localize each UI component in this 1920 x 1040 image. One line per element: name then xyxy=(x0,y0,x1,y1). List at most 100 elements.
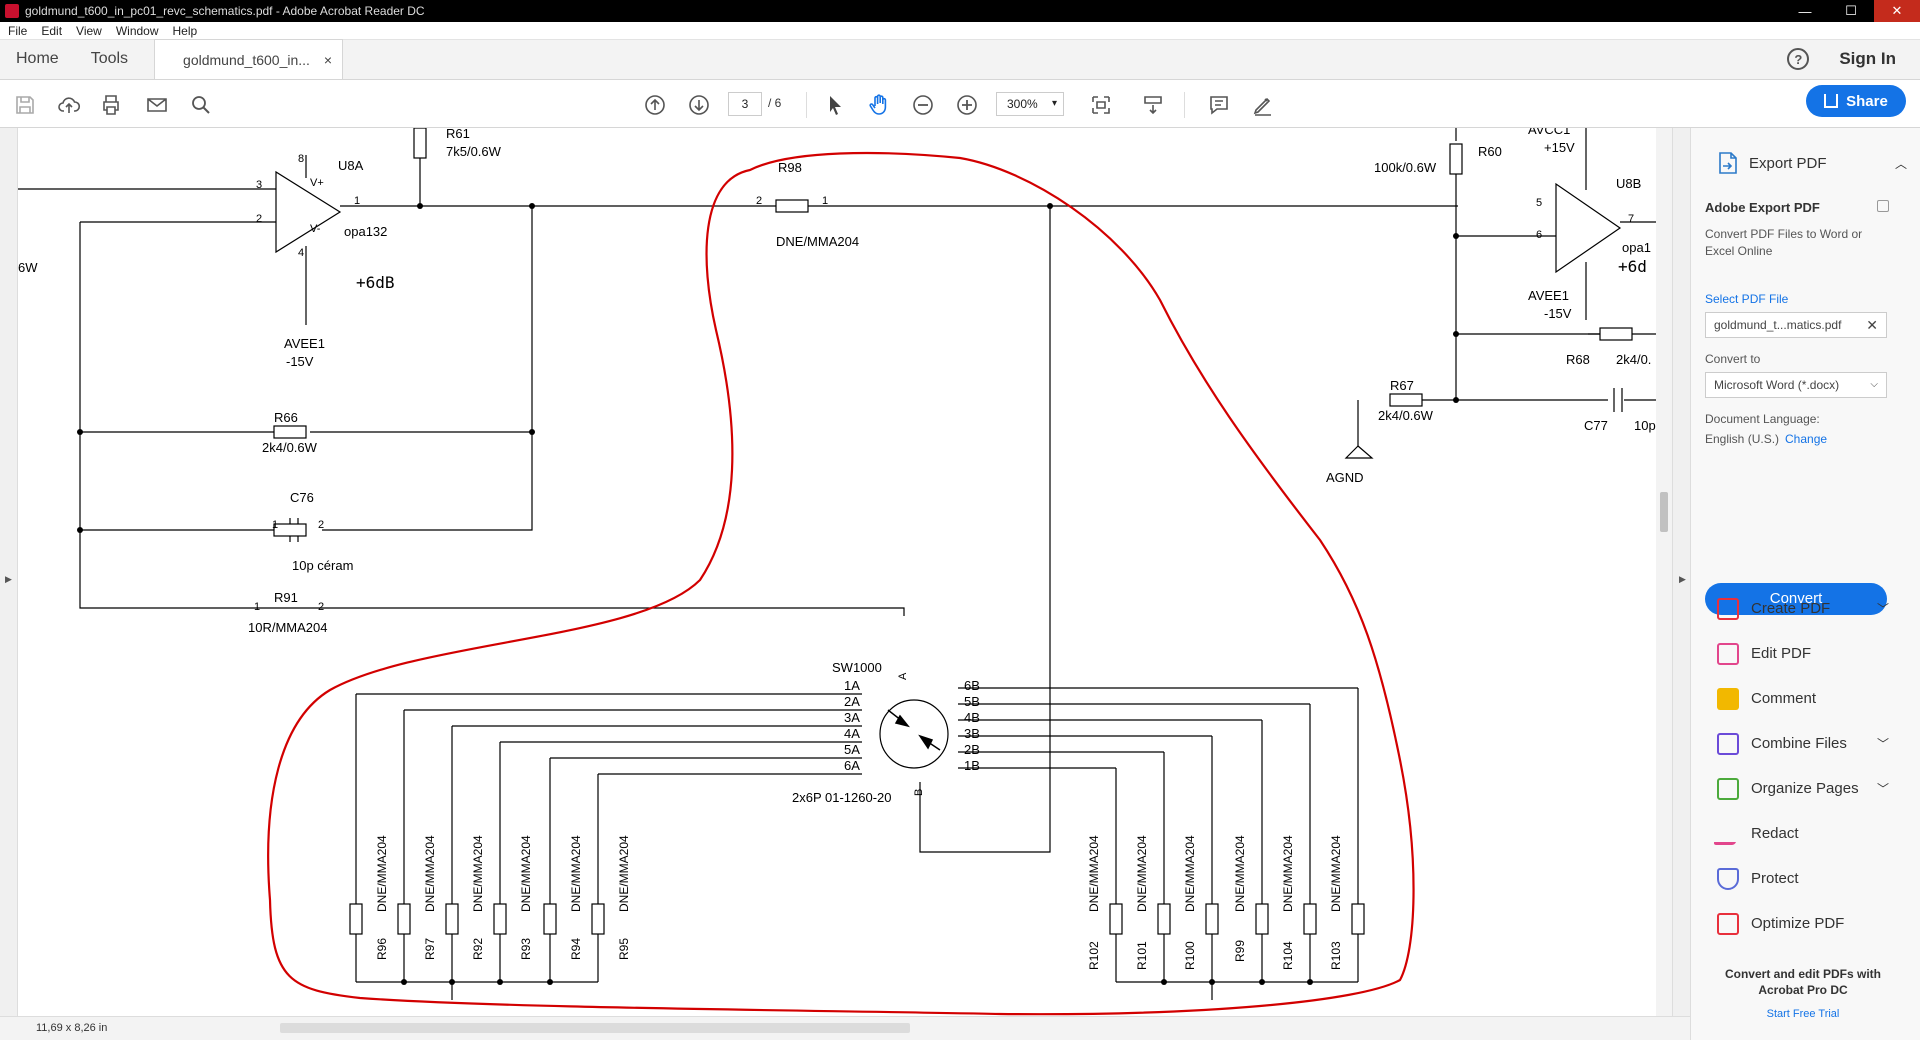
chevron-down-icon[interactable]: ﹀ xyxy=(1876,737,1889,751)
menu-edit[interactable]: Edit xyxy=(41,23,63,38)
scroll-thumb[interactable] xyxy=(1660,492,1668,532)
tool-edit-pdf[interactable]: Edit PDF xyxy=(1717,631,1907,676)
chevron-up-icon[interactable]: ︿ xyxy=(1894,156,1907,171)
page-number-input[interactable]: 3 xyxy=(728,92,762,116)
tool-redact[interactable]: Redact xyxy=(1712,811,1907,856)
search-icon[interactable] xyxy=(188,92,214,118)
scroll-mode-icon[interactable] xyxy=(1140,92,1166,118)
r67-label: R67 xyxy=(1390,378,1414,393)
res-dne-label: DNE/MMA204 xyxy=(1183,835,1197,912)
select-arrow-icon[interactable] xyxy=(822,92,848,118)
pos15v-label: +15V xyxy=(1544,140,1575,155)
tool-optimize-pdf[interactable]: Optimize PDF xyxy=(1717,901,1907,946)
r61-label: R61 xyxy=(446,128,470,141)
horizontal-scrollbar[interactable] xyxy=(280,1023,910,1033)
avcc1-label: AVCC1 xyxy=(1528,128,1570,137)
doc-language-label: Document Language: xyxy=(1705,412,1820,426)
res-r101-label: R101 xyxy=(1135,941,1149,970)
menu-file[interactable]: File xyxy=(8,23,28,38)
c76-label: C76 xyxy=(290,490,314,505)
export-pdf-label: Export PDF xyxy=(1749,154,1827,172)
tab-tools[interactable]: Tools xyxy=(90,50,129,67)
res-r97-label: R97 xyxy=(423,938,437,960)
next-page-icon[interactable] xyxy=(686,92,712,118)
neg15v-label: -15V xyxy=(286,354,314,369)
help-icon[interactable]: ? xyxy=(1787,48,1810,70)
tab-close-icon[interactable]: × xyxy=(323,51,333,68)
r91-label: R91 xyxy=(274,590,298,605)
r91-value: 10R/MMA204 xyxy=(248,620,327,635)
tab-home[interactable]: Home xyxy=(16,50,59,67)
comment-icon[interactable] xyxy=(1206,92,1232,118)
r91-pin1: 1 xyxy=(254,601,260,613)
tab-bar: Home Tools goldmund_t600_in... × ? Sign … xyxy=(0,39,1920,80)
copy-icon[interactable] xyxy=(1877,200,1889,212)
res-r95-label: R95 xyxy=(617,938,631,960)
left-pane-toggle[interactable]: ▶ xyxy=(0,128,18,1016)
chevron-down-icon[interactable]: ﹀ xyxy=(1876,602,1889,616)
res-dne-label: DNE/MMA204 xyxy=(1087,835,1101,912)
sw-a-label: A xyxy=(897,672,909,680)
tool-comment[interactable]: Comment xyxy=(1717,676,1907,721)
vertical-scrollbar[interactable] xyxy=(1656,128,1672,1016)
menu-window[interactable]: Window xyxy=(115,23,159,38)
upload-cloud-icon[interactable] xyxy=(56,92,82,118)
edit-pdf-icon xyxy=(1717,642,1739,665)
u8a-pin1: 1 xyxy=(354,195,360,207)
tool-create-pdf[interactable]: Create PDF ﹀ xyxy=(1717,586,1907,631)
zoom-in-icon[interactable] xyxy=(954,92,980,118)
tab-document[interactable]: goldmund_t600_in... × xyxy=(154,39,344,79)
schematic-page: U8A opa132 V+ V- 3 2 1 8 4 +6dB AVEE1 -1… xyxy=(18,128,1658,1016)
chevron-down-icon[interactable]: ﹀ xyxy=(1876,782,1889,796)
window-title: goldmund_t600_in_pc01_revc_schematics.pd… xyxy=(25,4,425,18)
export-pdf-header[interactable]: Export PDF ︿ xyxy=(1717,150,1917,176)
tool-organize-pages[interactable]: Organize Pages ﹀ xyxy=(1717,766,1907,811)
share-icon xyxy=(1824,94,1839,108)
hand-tool-icon[interactable] xyxy=(866,92,892,118)
menu-help[interactable]: Help xyxy=(172,23,198,38)
menu-view[interactable]: View xyxy=(76,23,102,38)
right-pane-toggle[interactable]: ▶ xyxy=(1672,128,1690,1016)
tool-combine-files[interactable]: Combine Files ﹀ xyxy=(1717,721,1907,766)
minimize-button[interactable]: — xyxy=(1798,3,1812,19)
r66-value: 2k4/0.6W xyxy=(262,440,318,455)
optimize-pdf-icon xyxy=(1717,912,1739,935)
u8a-label: U8A xyxy=(338,158,364,173)
res-dne-label: DNE/MMA204 xyxy=(519,835,533,912)
zoom-out-icon[interactable] xyxy=(910,92,936,118)
print-icon[interactable] xyxy=(98,92,124,118)
selected-file-field[interactable]: goldmund_t...matics.pdf ✕ xyxy=(1705,312,1887,338)
gain-label: +6dB xyxy=(356,273,395,292)
clear-file-icon[interactable]: ✕ xyxy=(1866,317,1878,333)
shield-icon xyxy=(1717,867,1739,890)
tool-label: Organize Pages xyxy=(1751,780,1859,797)
select-file-link[interactable]: Select PDF File xyxy=(1705,292,1789,306)
c77-label: C77 xyxy=(1584,418,1608,433)
combine-files-icon xyxy=(1717,732,1739,755)
res-dne-label: DNE/MMA204 xyxy=(569,835,583,912)
sw-pin-5a: 5A xyxy=(844,742,860,757)
share-button-label: Share xyxy=(1846,92,1888,110)
neg15v-b-label: -15V xyxy=(1544,306,1572,321)
start-free-trial-link[interactable]: Start Free Trial xyxy=(1766,1008,1840,1020)
tool-protect[interactable]: Protect xyxy=(1717,856,1907,901)
email-icon[interactable] xyxy=(144,92,170,118)
page-fit-icon[interactable] xyxy=(1088,92,1114,118)
u8a-model: opa132 xyxy=(344,224,387,239)
save-icon[interactable] xyxy=(12,92,38,118)
convert-to-select[interactable]: Microsoft Word (*.docx) ⌵ xyxy=(1705,372,1887,398)
tool-label: Redact xyxy=(1751,825,1799,842)
toolbar-divider xyxy=(806,92,807,118)
previous-page-icon[interactable] xyxy=(642,92,668,118)
maximize-button[interactable]: ☐ xyxy=(1845,3,1857,18)
sign-in-link[interactable]: Sign In xyxy=(1839,49,1896,68)
red-annotation-outline xyxy=(267,151,1415,1016)
organize-pages-icon xyxy=(1717,777,1739,800)
zoom-level-select[interactable]: 300% xyxy=(996,92,1064,116)
share-button[interactable]: Share xyxy=(1806,85,1906,117)
change-language-link[interactable]: Change xyxy=(1785,432,1828,446)
draw-pen-icon[interactable] xyxy=(1250,92,1276,118)
main-toolbar: 3 / 6 300% xyxy=(0,80,1920,128)
close-window-button[interactable]: ✕ xyxy=(1874,0,1920,22)
r98-value: DNE/MMA204 xyxy=(776,234,859,249)
